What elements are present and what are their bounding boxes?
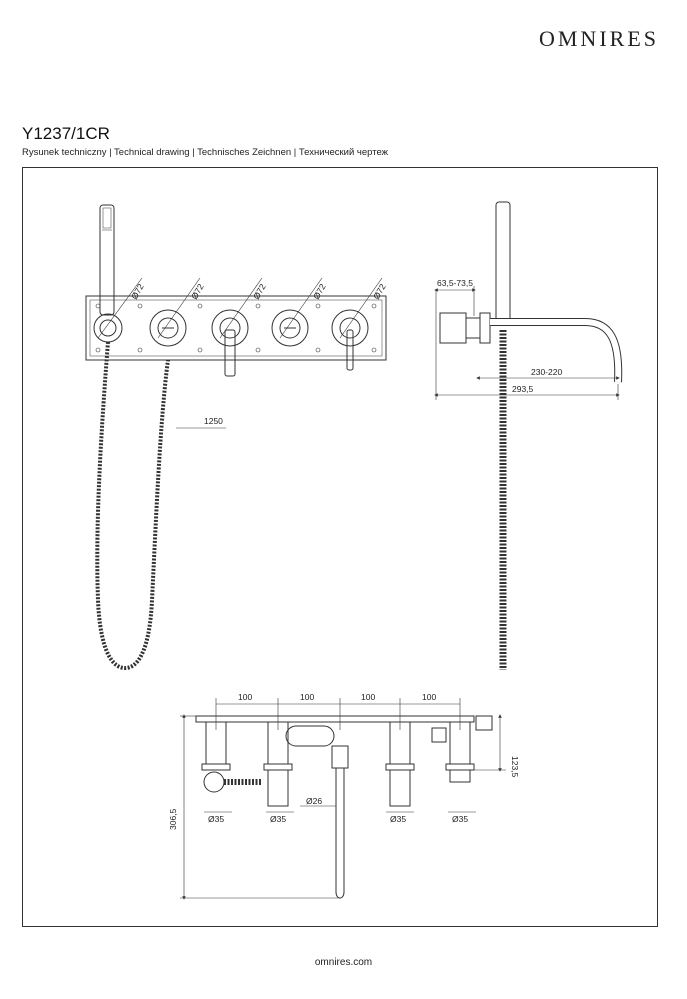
total-length-label: 293,5 [512, 384, 534, 394]
body-diameter-label: Ø35 [452, 814, 468, 824]
hose-outlet-top [203, 771, 225, 793]
diameter-label: Ø72 [129, 282, 146, 301]
valves-top [201, 721, 475, 807]
spacing-label: 100 [238, 692, 252, 702]
diameter-leaders [97, 277, 383, 339]
diameter-label: Ø72 [189, 282, 206, 301]
spacing-label: 100 [361, 692, 375, 702]
valve-body-side [439, 312, 467, 344]
front-view [85, 204, 387, 671]
diameter-label: Ø72 [251, 282, 268, 301]
hand-shower [93, 204, 123, 343]
hose-length-label: 1250 [204, 416, 223, 426]
brand-logo: OMNIRES [538, 26, 659, 51]
diameter-label: Ø72 [371, 282, 388, 301]
height-right-label: 123,5 [510, 756, 520, 778]
spout-top [335, 768, 345, 899]
mounting-plate [85, 295, 387, 361]
front-view-labels: Ø72 Ø72 Ø72 Ø72 Ø72 1250 [129, 282, 388, 426]
height-left-label: 306,5 [168, 808, 178, 830]
spout-diameter-label: Ø26 [306, 796, 322, 806]
body-diameter-label: Ø35 [270, 814, 286, 824]
drawing-frame [22, 167, 658, 927]
diameter-label: Ø72 [311, 282, 328, 301]
depth-range-label: 63,5-73,5 [437, 278, 473, 288]
body-diameter-label: Ø35 [208, 814, 224, 824]
footer-url[interactable]: omnires.com [314, 957, 373, 968]
side-view-labels: 63,5-73,5 230-220 293,5 [437, 278, 562, 394]
spacing-label: 100 [300, 692, 314, 702]
wall-plate-top [195, 715, 475, 723]
side-view [434, 201, 623, 670]
top-view-labels: 100 100 100 100 123,5 306,5 Ø26 Ø35 Ø35 … [168, 692, 520, 830]
hand-shower-side [495, 201, 511, 323]
body-diameter-label: Ø35 [390, 814, 406, 824]
spacing-label: 100 [422, 692, 436, 702]
control-knobs [149, 309, 369, 377]
shower-hose-left [95, 341, 170, 671]
product-code: Y1237/1CR [22, 124, 110, 143]
spout-reach-label: 230-220 [531, 367, 562, 377]
drawing-subtitle: Rysunek techniczny | Technical drawing |… [22, 147, 389, 158]
screw-holes [95, 303, 377, 353]
top-view [180, 698, 506, 900]
